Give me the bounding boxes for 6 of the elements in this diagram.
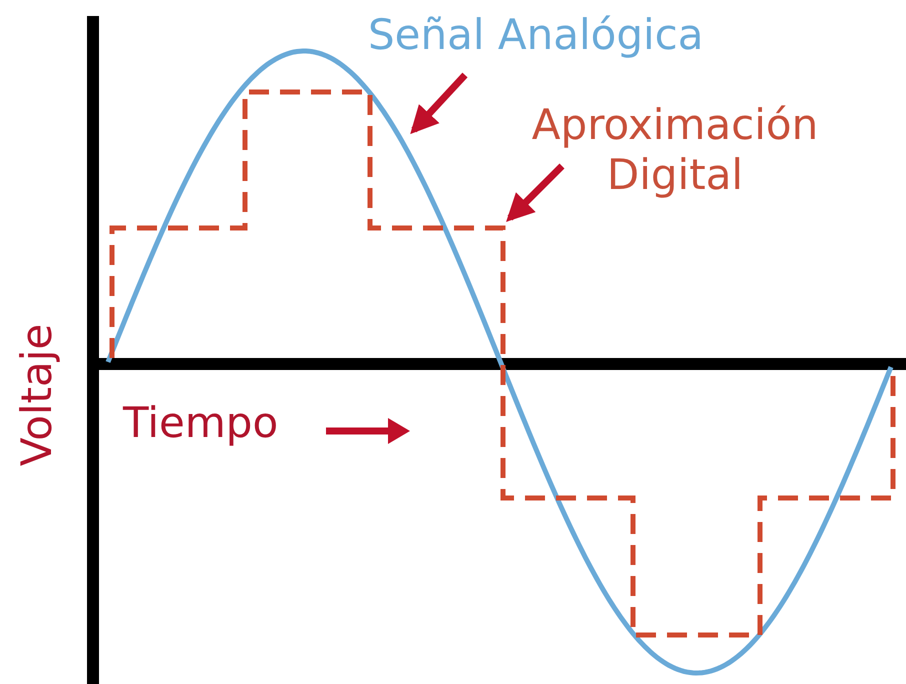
leader-arrow <box>506 164 564 222</box>
curve-label: Aproximación Digital <box>490 100 860 200</box>
curve-label: Señal Analógica <box>368 10 768 60</box>
leader-arrow <box>410 72 468 134</box>
axis-label: Voltaje <box>12 322 62 468</box>
axis-label: Tiempo <box>123 398 278 448</box>
